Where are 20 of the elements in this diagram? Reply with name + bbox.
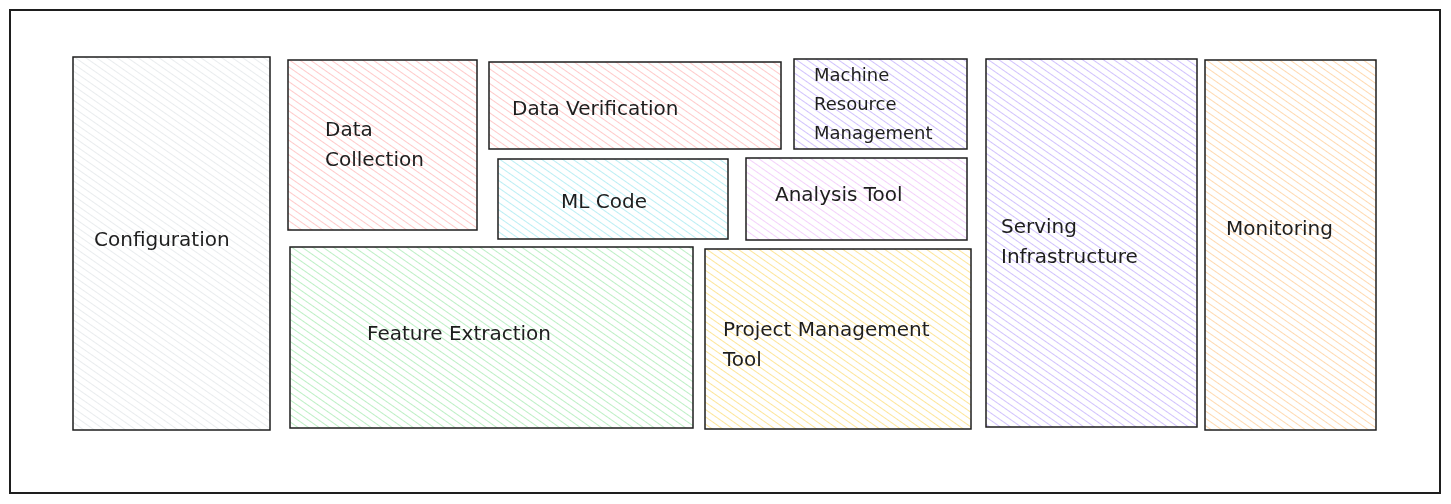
node-label: Feature Extraction bbox=[367, 320, 552, 347]
node-label: Configuration bbox=[94, 226, 230, 253]
hatched-box bbox=[497, 158, 729, 240]
hatched-box bbox=[985, 58, 1198, 428]
node-label: Data Verification bbox=[512, 95, 679, 122]
node-label: ML Code bbox=[561, 188, 647, 215]
node-label: Data Collection bbox=[325, 116, 425, 173]
hatched-box bbox=[704, 248, 972, 430]
hatched-box bbox=[287, 59, 478, 231]
hatched-box bbox=[793, 58, 968, 150]
hatched-box bbox=[289, 246, 694, 429]
hatched-box bbox=[1204, 59, 1377, 431]
hatched-box bbox=[488, 61, 782, 150]
hatched-box bbox=[72, 56, 271, 431]
node-label: Serving Infrastructure bbox=[1001, 213, 1139, 270]
hatched-box bbox=[745, 157, 968, 241]
node-label: Analysis Tool bbox=[775, 181, 903, 208]
node-label: Project Management Tool bbox=[723, 316, 931, 373]
node-label: Monitoring bbox=[1226, 215, 1333, 242]
node-label: Machine Resource Management bbox=[814, 63, 934, 145]
